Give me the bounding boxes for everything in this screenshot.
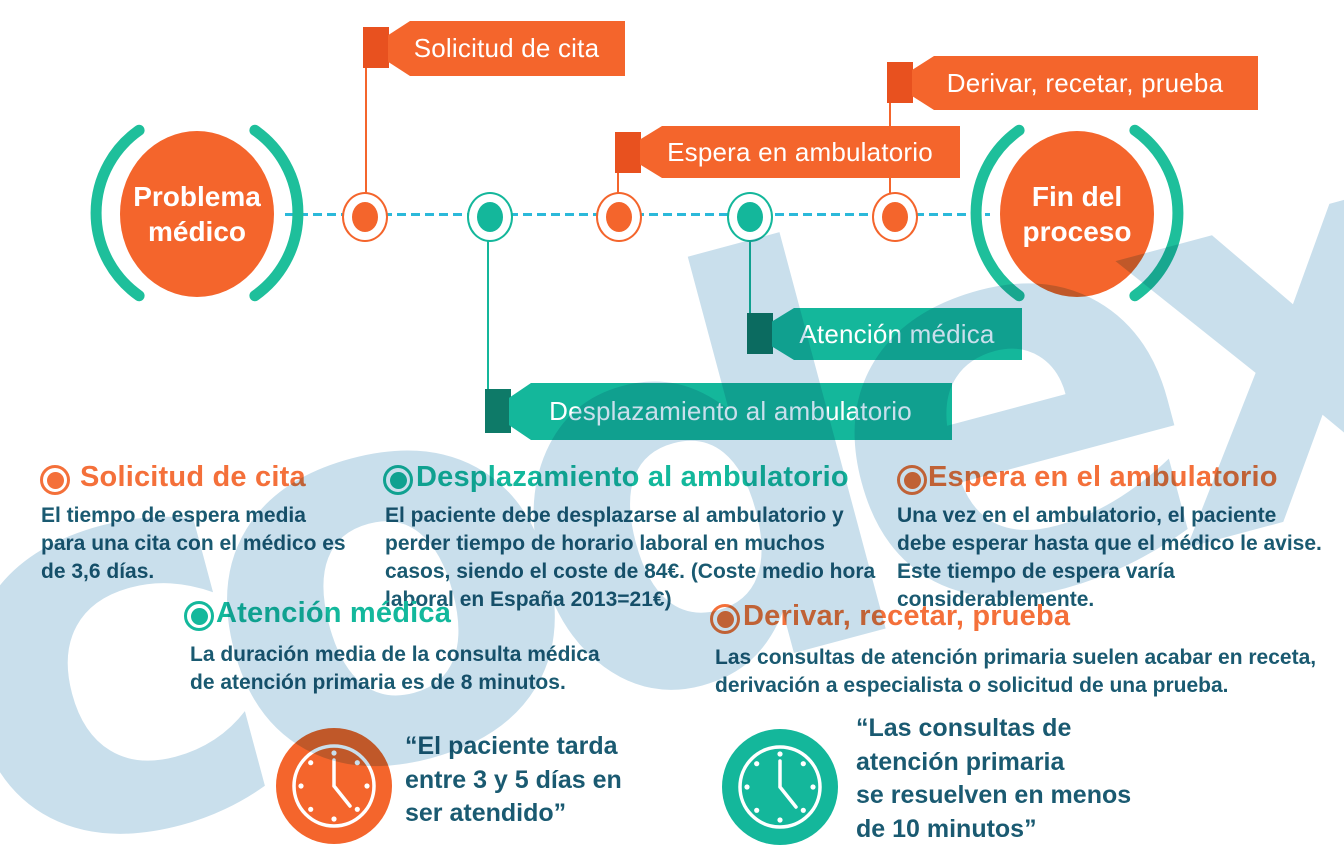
- flag-desplazamiento: Desplazamiento al ambulatorio: [509, 383, 952, 440]
- flag-pole-desplazamiento: [485, 389, 511, 433]
- flag-derivar: Derivar, recetar, prueba: [912, 56, 1258, 110]
- timeline-dot-2: [467, 192, 513, 242]
- section-body-solicitud: El tiempo de espera media para una cita …: [41, 504, 346, 583]
- start-node: Problema médico: [120, 131, 274, 297]
- clock-icon-teal: [722, 729, 838, 845]
- timeline-dot-3: [596, 192, 642, 242]
- section-title-derivar: Derivar, recetar, prueba: [743, 600, 1071, 632]
- start-node-parentheses-icon: [90, 124, 304, 302]
- end-node-parentheses-icon: [970, 124, 1184, 302]
- start-node-label: Problema médico: [133, 181, 261, 247]
- flag-atencion: Atención médica: [772, 308, 1022, 360]
- flag-pole-derivar: [887, 62, 913, 103]
- flag-solicitud-label: Solicitud de cita: [413, 33, 600, 63]
- bullet-icon-derivar: [710, 604, 740, 634]
- flag-desplazamiento-label: Desplazamiento al ambulatorio: [549, 396, 912, 426]
- flag-pole-solicitud: [363, 27, 389, 68]
- section-body-espera: Una vez en el ambulatorio, el paciente d…: [897, 504, 1322, 611]
- clock-icon-orange: [276, 728, 392, 844]
- flag-espera-label: Espera en ambulatorio: [667, 136, 933, 167]
- section-title-espera: Espera en el ambulatorio: [928, 461, 1278, 493]
- flag-derivar-label: Derivar, recetar, prueba: [946, 67, 1224, 98]
- bullet-icon-atencion: [184, 601, 214, 631]
- timeline-dot-4: [727, 192, 773, 242]
- section-title-desplazamiento: Desplazamiento al ambulatorio: [416, 461, 849, 493]
- bullet-icon-solicitud: [40, 465, 70, 495]
- flag-atencion-label: Atención médica: [799, 318, 995, 349]
- end-node-label: Fin del proceso: [1022, 181, 1132, 247]
- quote-teal: “Las consultas de atención primaria se r…: [856, 714, 1132, 843]
- section-body-desplazamiento: El paciente debe desplazarse al ambulato…: [385, 504, 876, 611]
- flag-solicitud: Solicitud de cita: [388, 21, 625, 76]
- bullet-icon-espera: [897, 465, 927, 495]
- section-title-atencion: Atención médica: [216, 597, 452, 629]
- section-body-atencion: La duración media de la consulta médica …: [190, 643, 600, 694]
- end-node: Fin del proceso: [1000, 131, 1154, 297]
- section-body-derivar: Las consultas de atención primaria suele…: [715, 646, 1317, 697]
- stem-solicitud: [365, 66, 367, 193]
- flag-espera: Espera en ambulatorio: [640, 126, 960, 178]
- flag-pole-atencion: [747, 313, 773, 354]
- timeline-dot-5: [872, 192, 918, 242]
- stem-desplazamiento: [487, 237, 489, 390]
- quote-orange: “El paciente tarda entre 3 y 5 días en s…: [405, 732, 622, 827]
- bullet-icon-desplazamiento: [383, 465, 413, 495]
- flag-pole-espera: [615, 132, 641, 173]
- stem-atencion: [749, 237, 751, 314]
- stem-espera: [617, 171, 619, 193]
- timeline-dot-1: [342, 192, 388, 242]
- section-title-solicitud: Solicitud de cita: [80, 461, 306, 493]
